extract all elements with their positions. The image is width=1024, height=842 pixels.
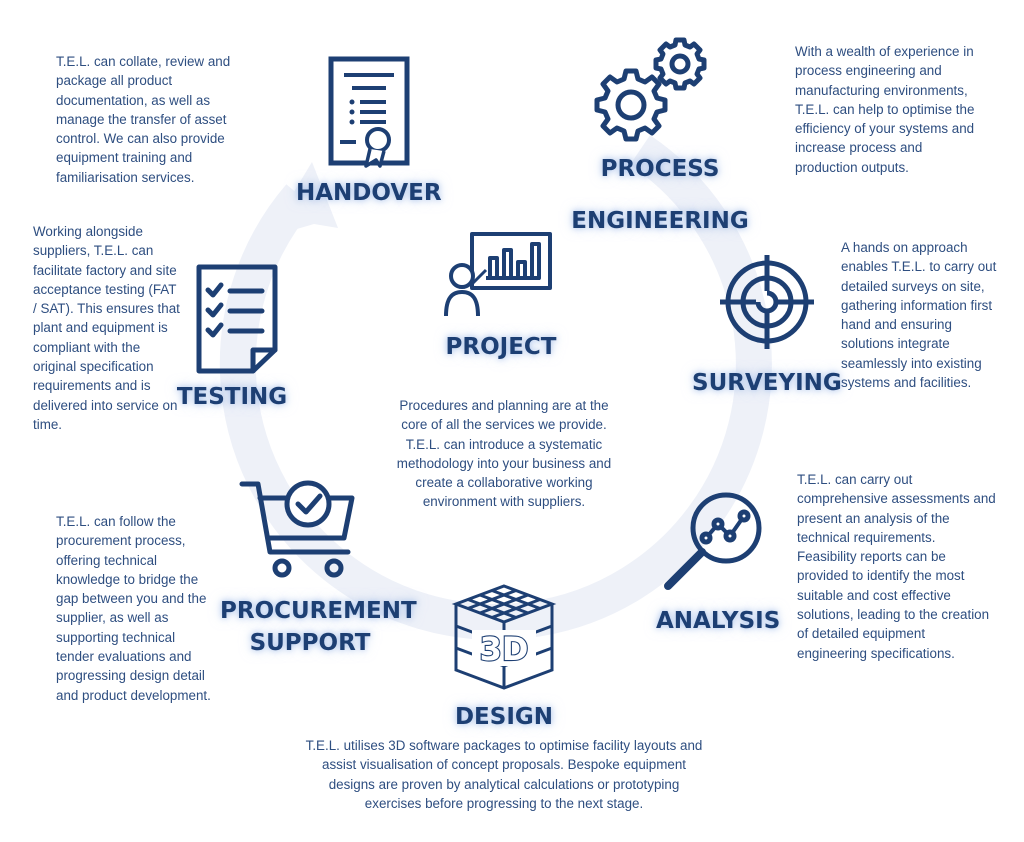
presenter-chart-icon: [442, 230, 554, 320]
procurement-title-line1: PROCUREMENT: [220, 598, 417, 624]
design-title: DESIGN: [454, 704, 554, 730]
analysis-title: ANALYSIS: [656, 608, 781, 634]
process-engineering-title-line1: PROCESS: [600, 156, 720, 182]
surveying-title: SURVEYING: [692, 370, 842, 396]
certificate-icon: [328, 56, 410, 168]
gears-icon: [592, 34, 720, 152]
process-engineering-description: With a wealth of experience in process e…: [795, 44, 975, 175]
project-title: PROJECT: [445, 334, 557, 360]
surveying-description: A hands on approach enables T.E.L. to ca…: [841, 240, 997, 391]
handover-title: HANDOVER: [296, 180, 442, 206]
3d-label: 3D: [480, 630, 529, 668]
analysis-description: T.E.L. can carry out comprehensive asses…: [797, 472, 996, 661]
3d-cube-icon: 3D: [451, 582, 557, 692]
project-description: Procedures and planning are at the core …: [396, 398, 612, 510]
cycle-arrowhead: [266, 162, 338, 238]
handover-description: T.E.L. can collate, review and package a…: [56, 54, 231, 185]
crosshair-target-icon: [718, 253, 816, 351]
procurement-title-line2: SUPPORT: [249, 630, 371, 656]
testing-description: Working alongside suppliers, T.E.L. can …: [33, 224, 180, 432]
checklist-icon: [196, 264, 278, 374]
magnifier-chart-icon: [660, 486, 768, 594]
design-description: T.E.L. utilises 3D software packages to …: [305, 738, 703, 811]
process-engineering-title-line2: ENGINEERING: [571, 208, 749, 234]
shopping-cart-check-icon: [236, 476, 364, 580]
procurement-description: T.E.L. can follow the procurement proces…: [56, 514, 211, 703]
testing-title: TESTING: [176, 384, 288, 410]
